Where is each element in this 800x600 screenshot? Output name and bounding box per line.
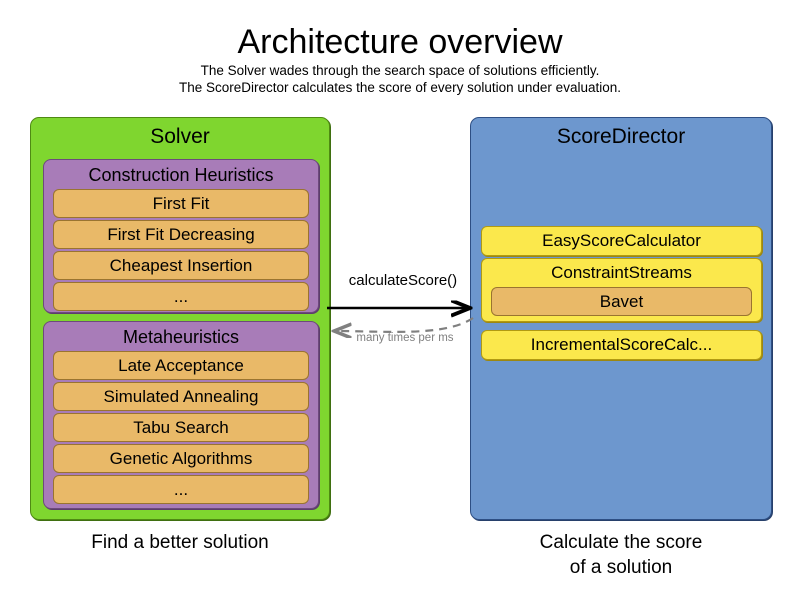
return-arrow [335, 317, 474, 332]
list-item[interactable]: Genetic Algorithms [53, 444, 309, 473]
list-item[interactable]: ... [53, 475, 309, 504]
group-construction-heuristics[interactable]: Construction Heuristics First Fit First … [43, 159, 319, 313]
list-item[interactable]: Cheapest Insertion [53, 251, 309, 280]
constraint-streams-label: ConstraintStreams [551, 263, 692, 282]
header: Architecture overview The Solver wades t… [0, 22, 800, 96]
group-metaheuristics-title: Metaheuristics [122, 327, 240, 347]
group-construction-heuristics-items: First Fit First Fit Decreasing Cheapest … [53, 189, 309, 311]
subtitle-line-1: The Solver wades through the search spac… [200, 63, 600, 78]
scoredirector-caption-line-1: Calculate the score [539, 532, 703, 553]
group-metaheuristics-items: Late Acceptance Simulated Annealing Tabu… [53, 351, 309, 504]
list-item[interactable]: First Fit [53, 189, 309, 218]
solver-panel-title: Solver [150, 125, 210, 148]
scoredirector-caption-line-2: of a solution [569, 557, 673, 578]
list-item[interactable]: Simulated Annealing [53, 382, 309, 411]
forward-arrow-label: calculateScore() [348, 272, 458, 289]
group-metaheuristics[interactable]: Metaheuristics Late Acceptance Simulated… [43, 321, 319, 509]
list-item-easy-score-calculator[interactable]: EasyScoreCalculator [481, 226, 762, 256]
group-construction-heuristics-title: Construction Heuristics [88, 165, 274, 185]
list-item-incremental-score-calculator[interactable]: IncrementalScoreCalc... [481, 330, 762, 360]
connector-arrows [327, 265, 474, 355]
scoredirector-panel-title: ScoreDirector [556, 125, 686, 148]
subtitle-line-2: The ScoreDirector calculates the score o… [179, 80, 621, 95]
list-item[interactable]: Late Acceptance [53, 351, 309, 380]
solver-panel[interactable]: Solver Construction Heuristics First Fit… [30, 117, 330, 520]
list-item[interactable]: Tabu Search [53, 413, 309, 442]
scoredirector-caption: Calculate the score of a solution [470, 530, 772, 580]
return-arrow-label: many times per ms [356, 332, 454, 344]
page-title: Architecture overview [237, 23, 563, 61]
solver-caption: Find a better solution [91, 532, 269, 553]
list-item-bavet[interactable]: Bavet [491, 287, 752, 316]
list-item[interactable]: First Fit Decreasing [53, 220, 309, 249]
list-item-constraint-streams[interactable]: ConstraintStreams Bavet [481, 258, 762, 322]
scoredirector-panel[interactable]: ScoreDirector EasyScoreCalculator Constr… [470, 117, 772, 520]
list-item[interactable]: ... [53, 282, 309, 311]
